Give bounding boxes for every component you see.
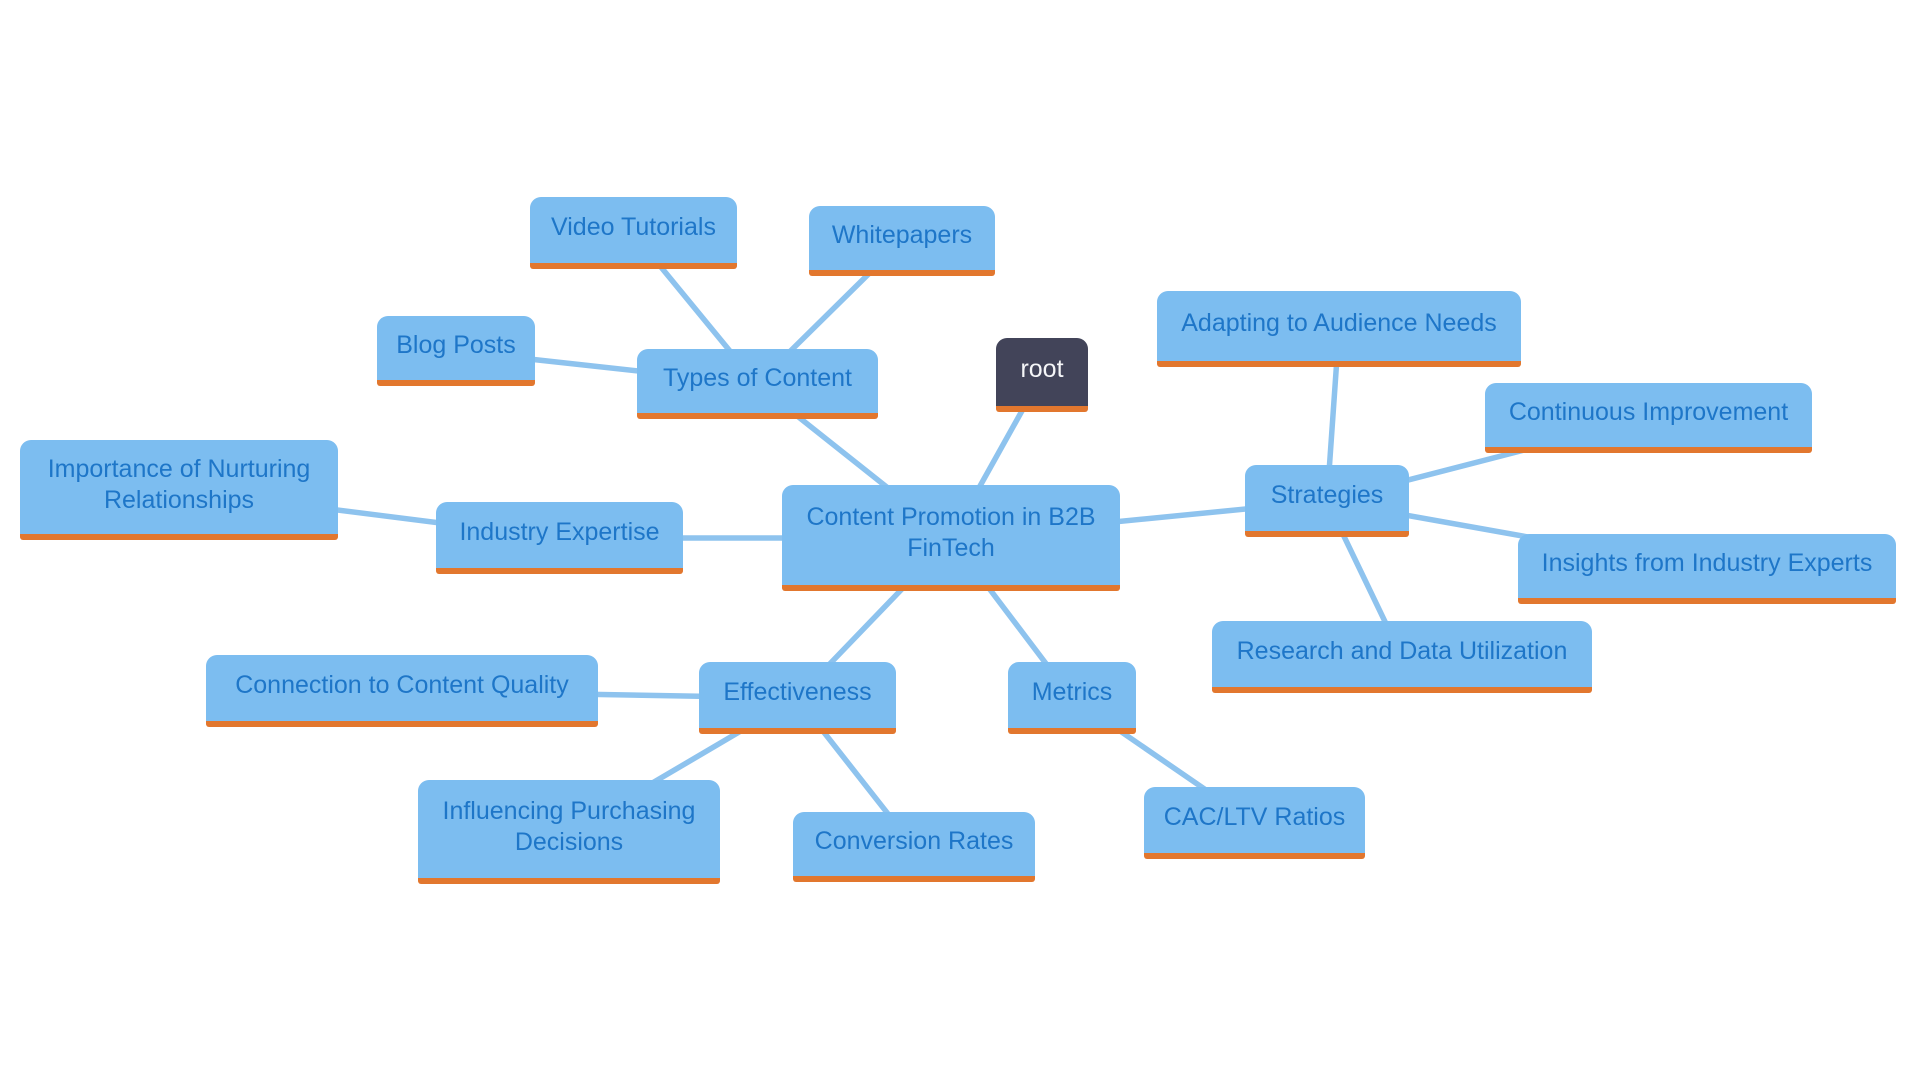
node-blog-posts[interactable]: Blog Posts: [377, 316, 535, 386]
node-strategies[interactable]: Strategies: [1245, 465, 1409, 537]
node-influencing-purchasing-decisions[interactable]: Influencing Purchasing Decisions: [418, 780, 720, 884]
node-adapting-to-audience-needs[interactable]: Adapting to Audience Needs: [1157, 291, 1521, 367]
node-importance-of-nurturing-relationships[interactable]: Importance of Nurturing Relationships: [20, 440, 338, 540]
node-video-tutorials[interactable]: Video Tutorials: [530, 197, 737, 269]
node-insights-from-industry-experts[interactable]: Insights from Industry Experts: [1518, 534, 1896, 604]
node-industry-expertise[interactable]: Industry Expertise: [436, 502, 683, 574]
node-metrics[interactable]: Metrics: [1008, 662, 1136, 734]
node-whitepapers[interactable]: Whitepapers: [809, 206, 995, 276]
node-conversion-rates[interactable]: Conversion Rates: [793, 812, 1035, 882]
node-center-topic[interactable]: Content Promotion in B2B FinTech: [782, 485, 1120, 591]
node-effectiveness[interactable]: Effectiveness: [699, 662, 896, 734]
node-continuous-improvement[interactable]: Continuous Improvement: [1485, 383, 1812, 453]
node-types-of-content[interactable]: Types of Content: [637, 349, 878, 419]
node-root[interactable]: root: [996, 338, 1088, 412]
node-research-and-data-utilization[interactable]: Research and Data Utilization: [1212, 621, 1592, 693]
node-cac-ltv-ratios[interactable]: CAC/LTV Ratios: [1144, 787, 1365, 859]
node-connection-to-content-quality[interactable]: Connection to Content Quality: [206, 655, 598, 727]
